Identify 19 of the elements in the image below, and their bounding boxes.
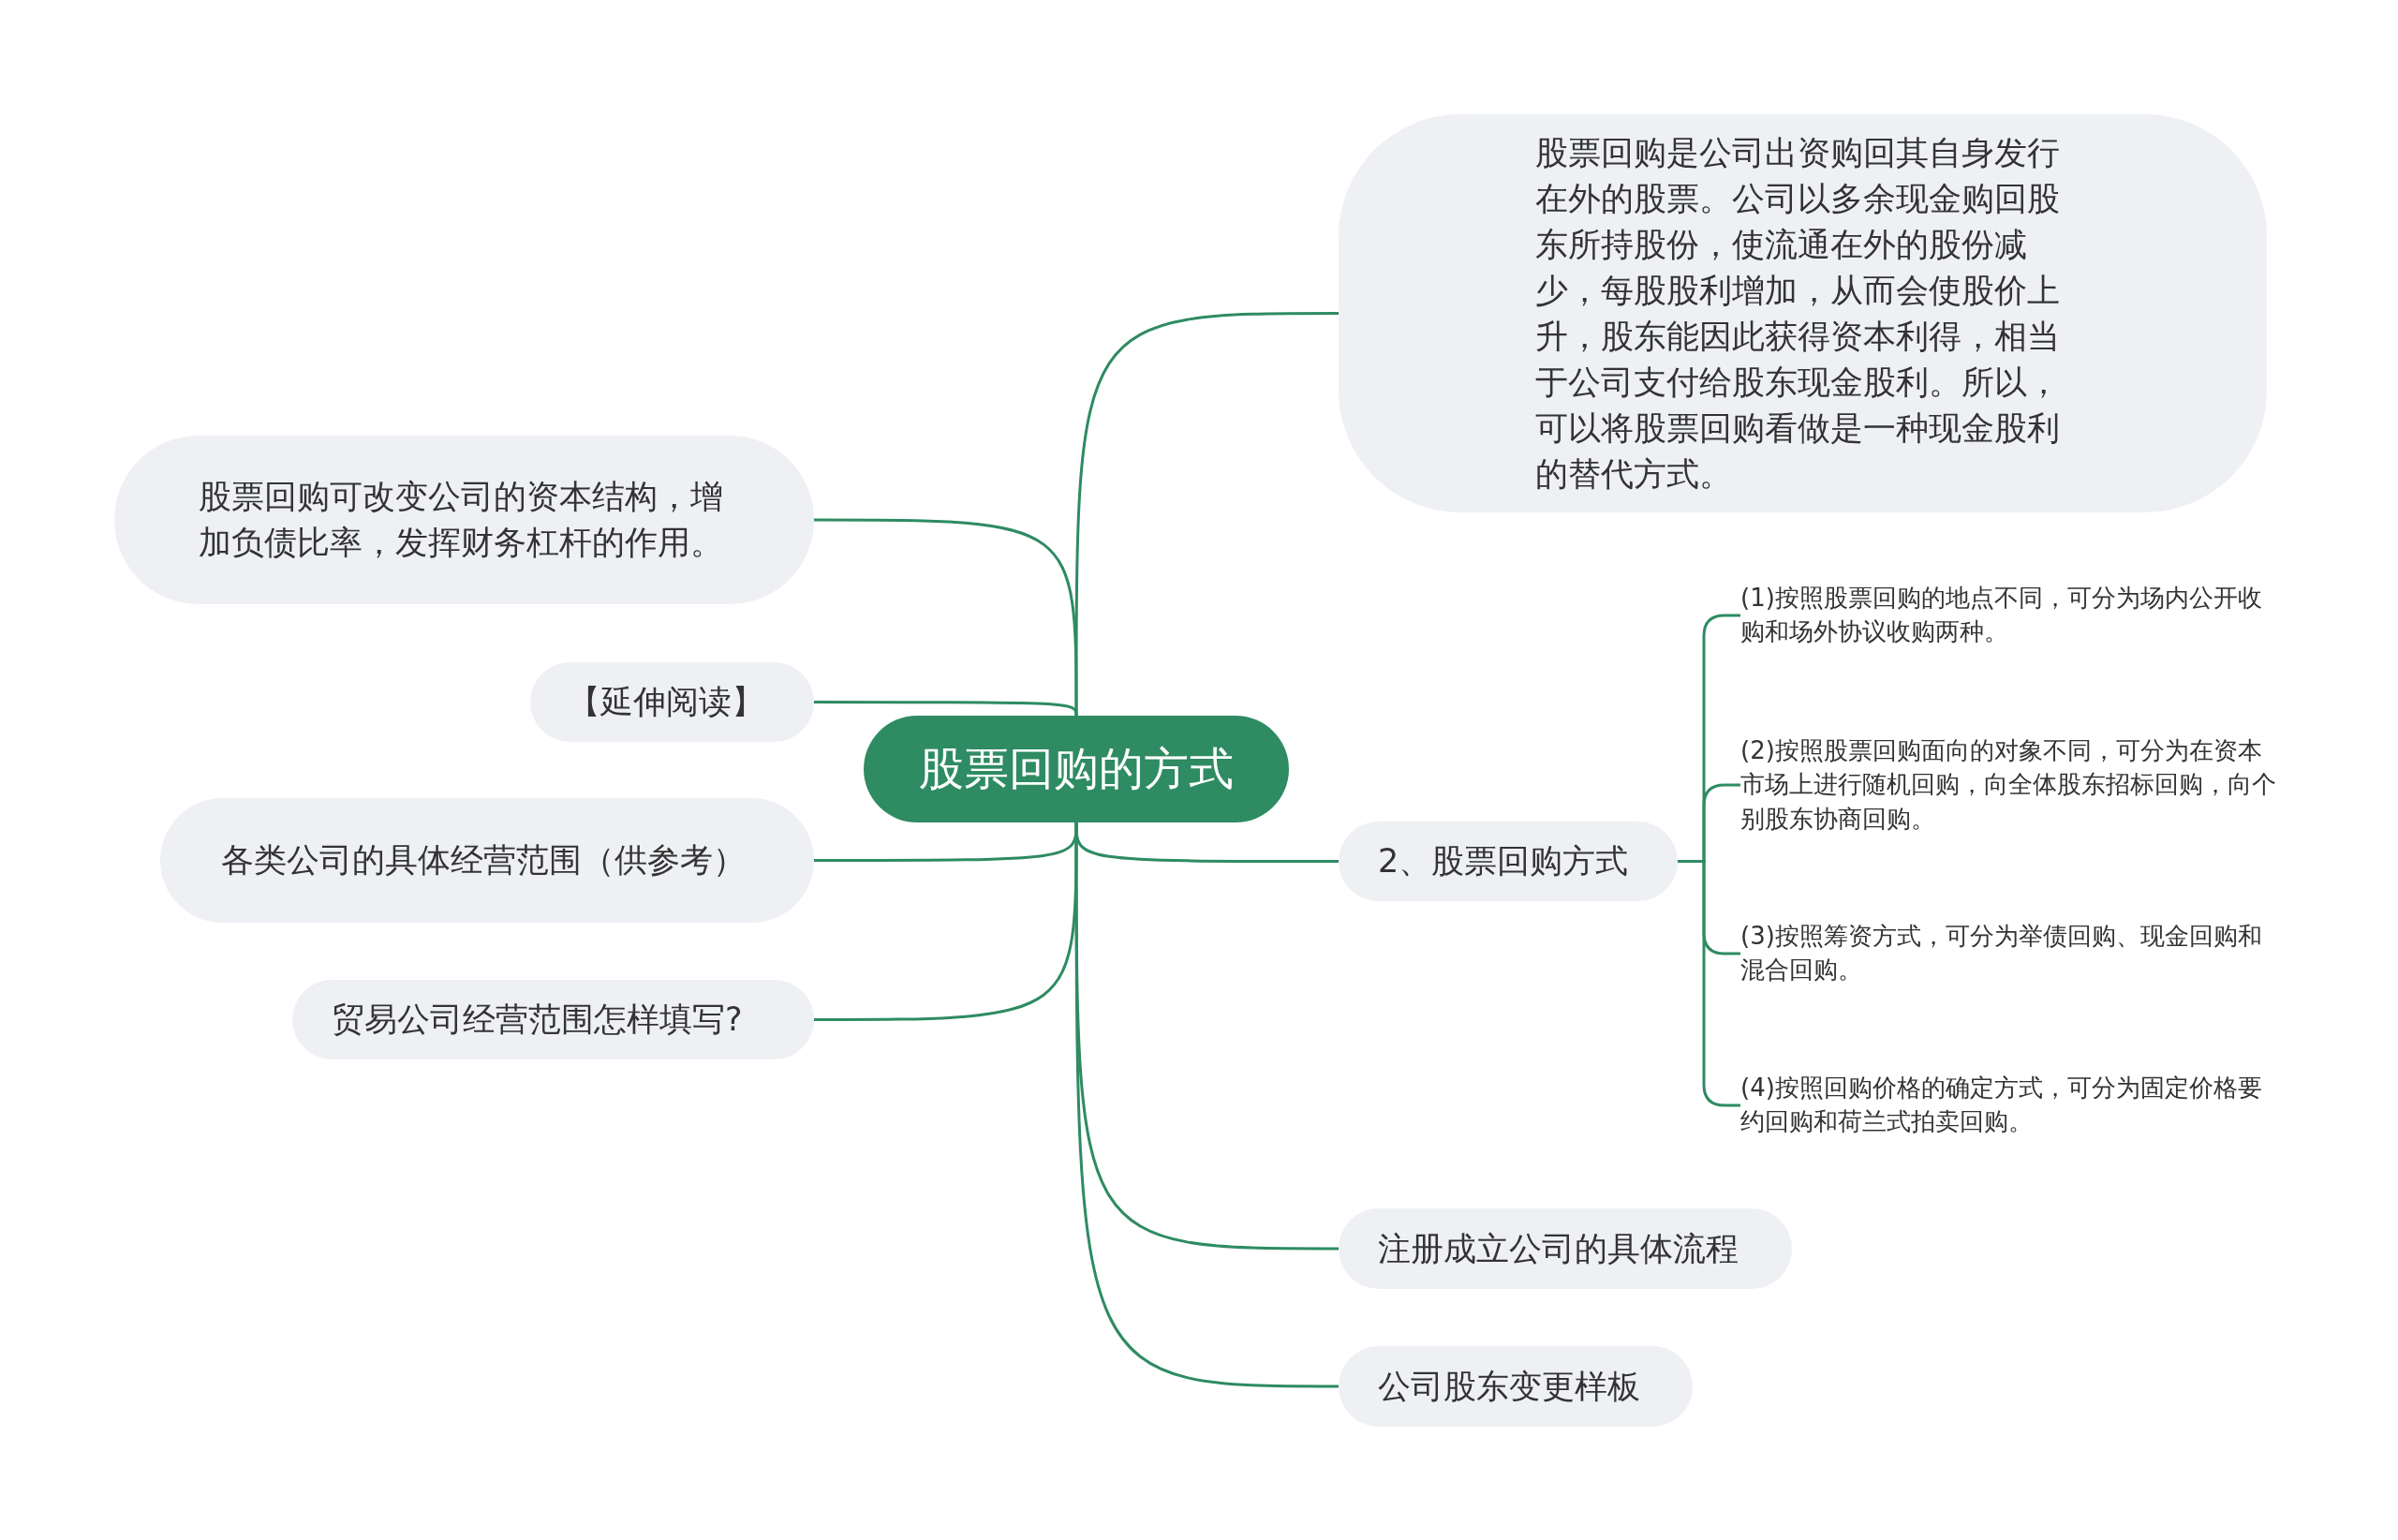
topic-text: 贸易公司经营范围怎样填写? [332,1000,743,1040]
topic-text: 股票回购可改变公司的资本结构，增加负债比率，发挥财务杠杆的作用。 [199,477,723,563]
subtopic-text: (1)按照股票回购的地点不同，可分为场内公开收购和场外协议收购两种。 [1740,581,2284,650]
topic-box [1339,114,2267,512]
topic-text: 公司股东变更样板 [1378,1366,1640,1407]
topic-text: 【延伸阅读】 [568,682,764,722]
connector-line [814,701,1078,717]
topic-text: 2、股票回购方式 [1378,841,1629,881]
subtopic-text: (3)按照筹资方式，可分为举债回购、现金回购和混合回购。 [1740,919,2284,988]
topic-text: 注册成立公司的具体流程 [1378,1228,1739,1269]
connector-line [1074,822,1339,1388]
central-topic-text: 股票回购的方式 [919,741,1234,796]
subtopic-text: (4)按照回购价格的确定方式，可分为固定价格要约回购和荷兰式拍卖回购。 [1740,1071,2284,1140]
connector-line [1678,860,1740,1107]
connector-line [1074,312,1339,716]
topic-text: 股票回购是公司出资购回其自身发行在外的股票。公司以多余现金购回股东所持股份，使流通在外的股份减少，每股股利增加，从而会使股价上升，股东能因此获得资本利得，相当于公司支付给股东现金股利。所以，可以将股票回购看做是一种现金股利的替代方式。 [1535,132,2061,495]
subtopic-text: (2)按照股票回购面向的对象不同，可分为在资本市场上进行随机回购，向全体股东招标回购，向个别股东协商回购。 [1740,733,2284,837]
connector-line [814,822,1078,1021]
topic-text: 各类公司的具体经营范围（供参考） [221,840,747,881]
